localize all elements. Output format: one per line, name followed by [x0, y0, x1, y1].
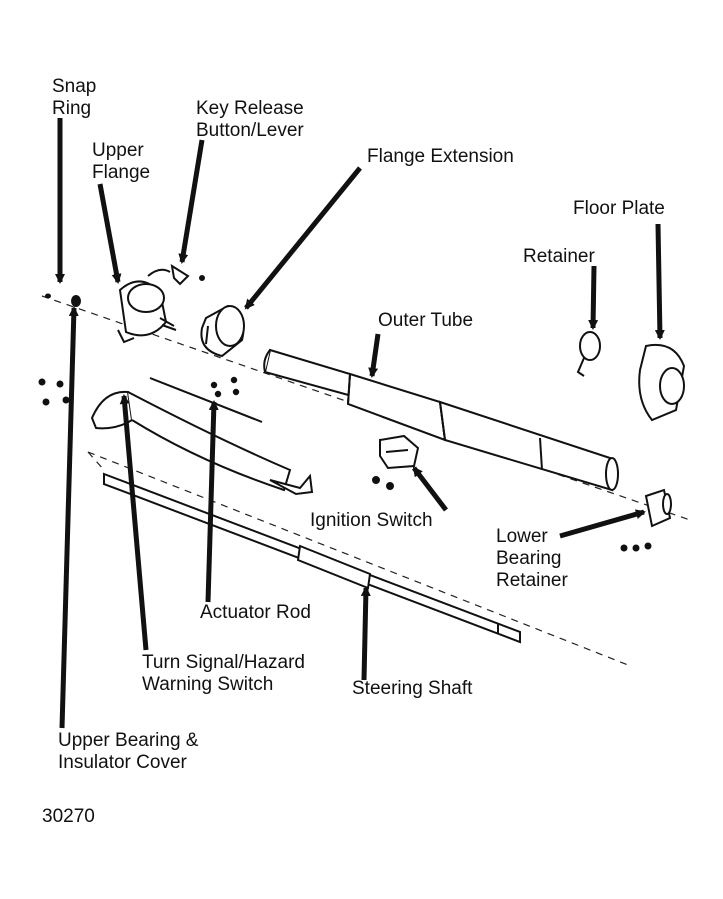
- figure-number: 30270: [42, 806, 95, 827]
- retainer-part: [576, 331, 601, 377]
- outer-tube-part: [263, 348, 619, 492]
- floor-plate-label: Floor Plate: [573, 198, 665, 219]
- upper-bearing-label: Upper Bearing &Insulator Cover: [58, 730, 199, 773]
- floor-plate-part: [638, 344, 686, 422]
- steering-shaft-part: [103, 472, 521, 644]
- outer-tube-label: Outer Tube: [378, 310, 474, 331]
- flange-extension-part: [200, 304, 245, 358]
- ignition-switch-part: [372, 434, 420, 490]
- upper-flange-part: [117, 280, 177, 344]
- snap-ring-part: [45, 293, 81, 307]
- actuator-rod-part: [149, 376, 263, 423]
- actuator-rod-label: Actuator Rod: [200, 602, 311, 623]
- retainer-label: Retainer: [523, 246, 595, 267]
- ignition-switch-label: Ignition Switch: [310, 510, 433, 531]
- flange-extension-label: Flange Extension: [367, 146, 514, 167]
- centerline-lower: [87, 451, 629, 666]
- leader-arrows: [55, 118, 665, 729]
- turn-signal-switch-part: [38, 378, 314, 496]
- key-release-lever-part: [147, 263, 205, 286]
- lower-bearing-retainer-part: [620, 488, 672, 552]
- steering-shaft-label: Steering Shaft: [352, 678, 473, 699]
